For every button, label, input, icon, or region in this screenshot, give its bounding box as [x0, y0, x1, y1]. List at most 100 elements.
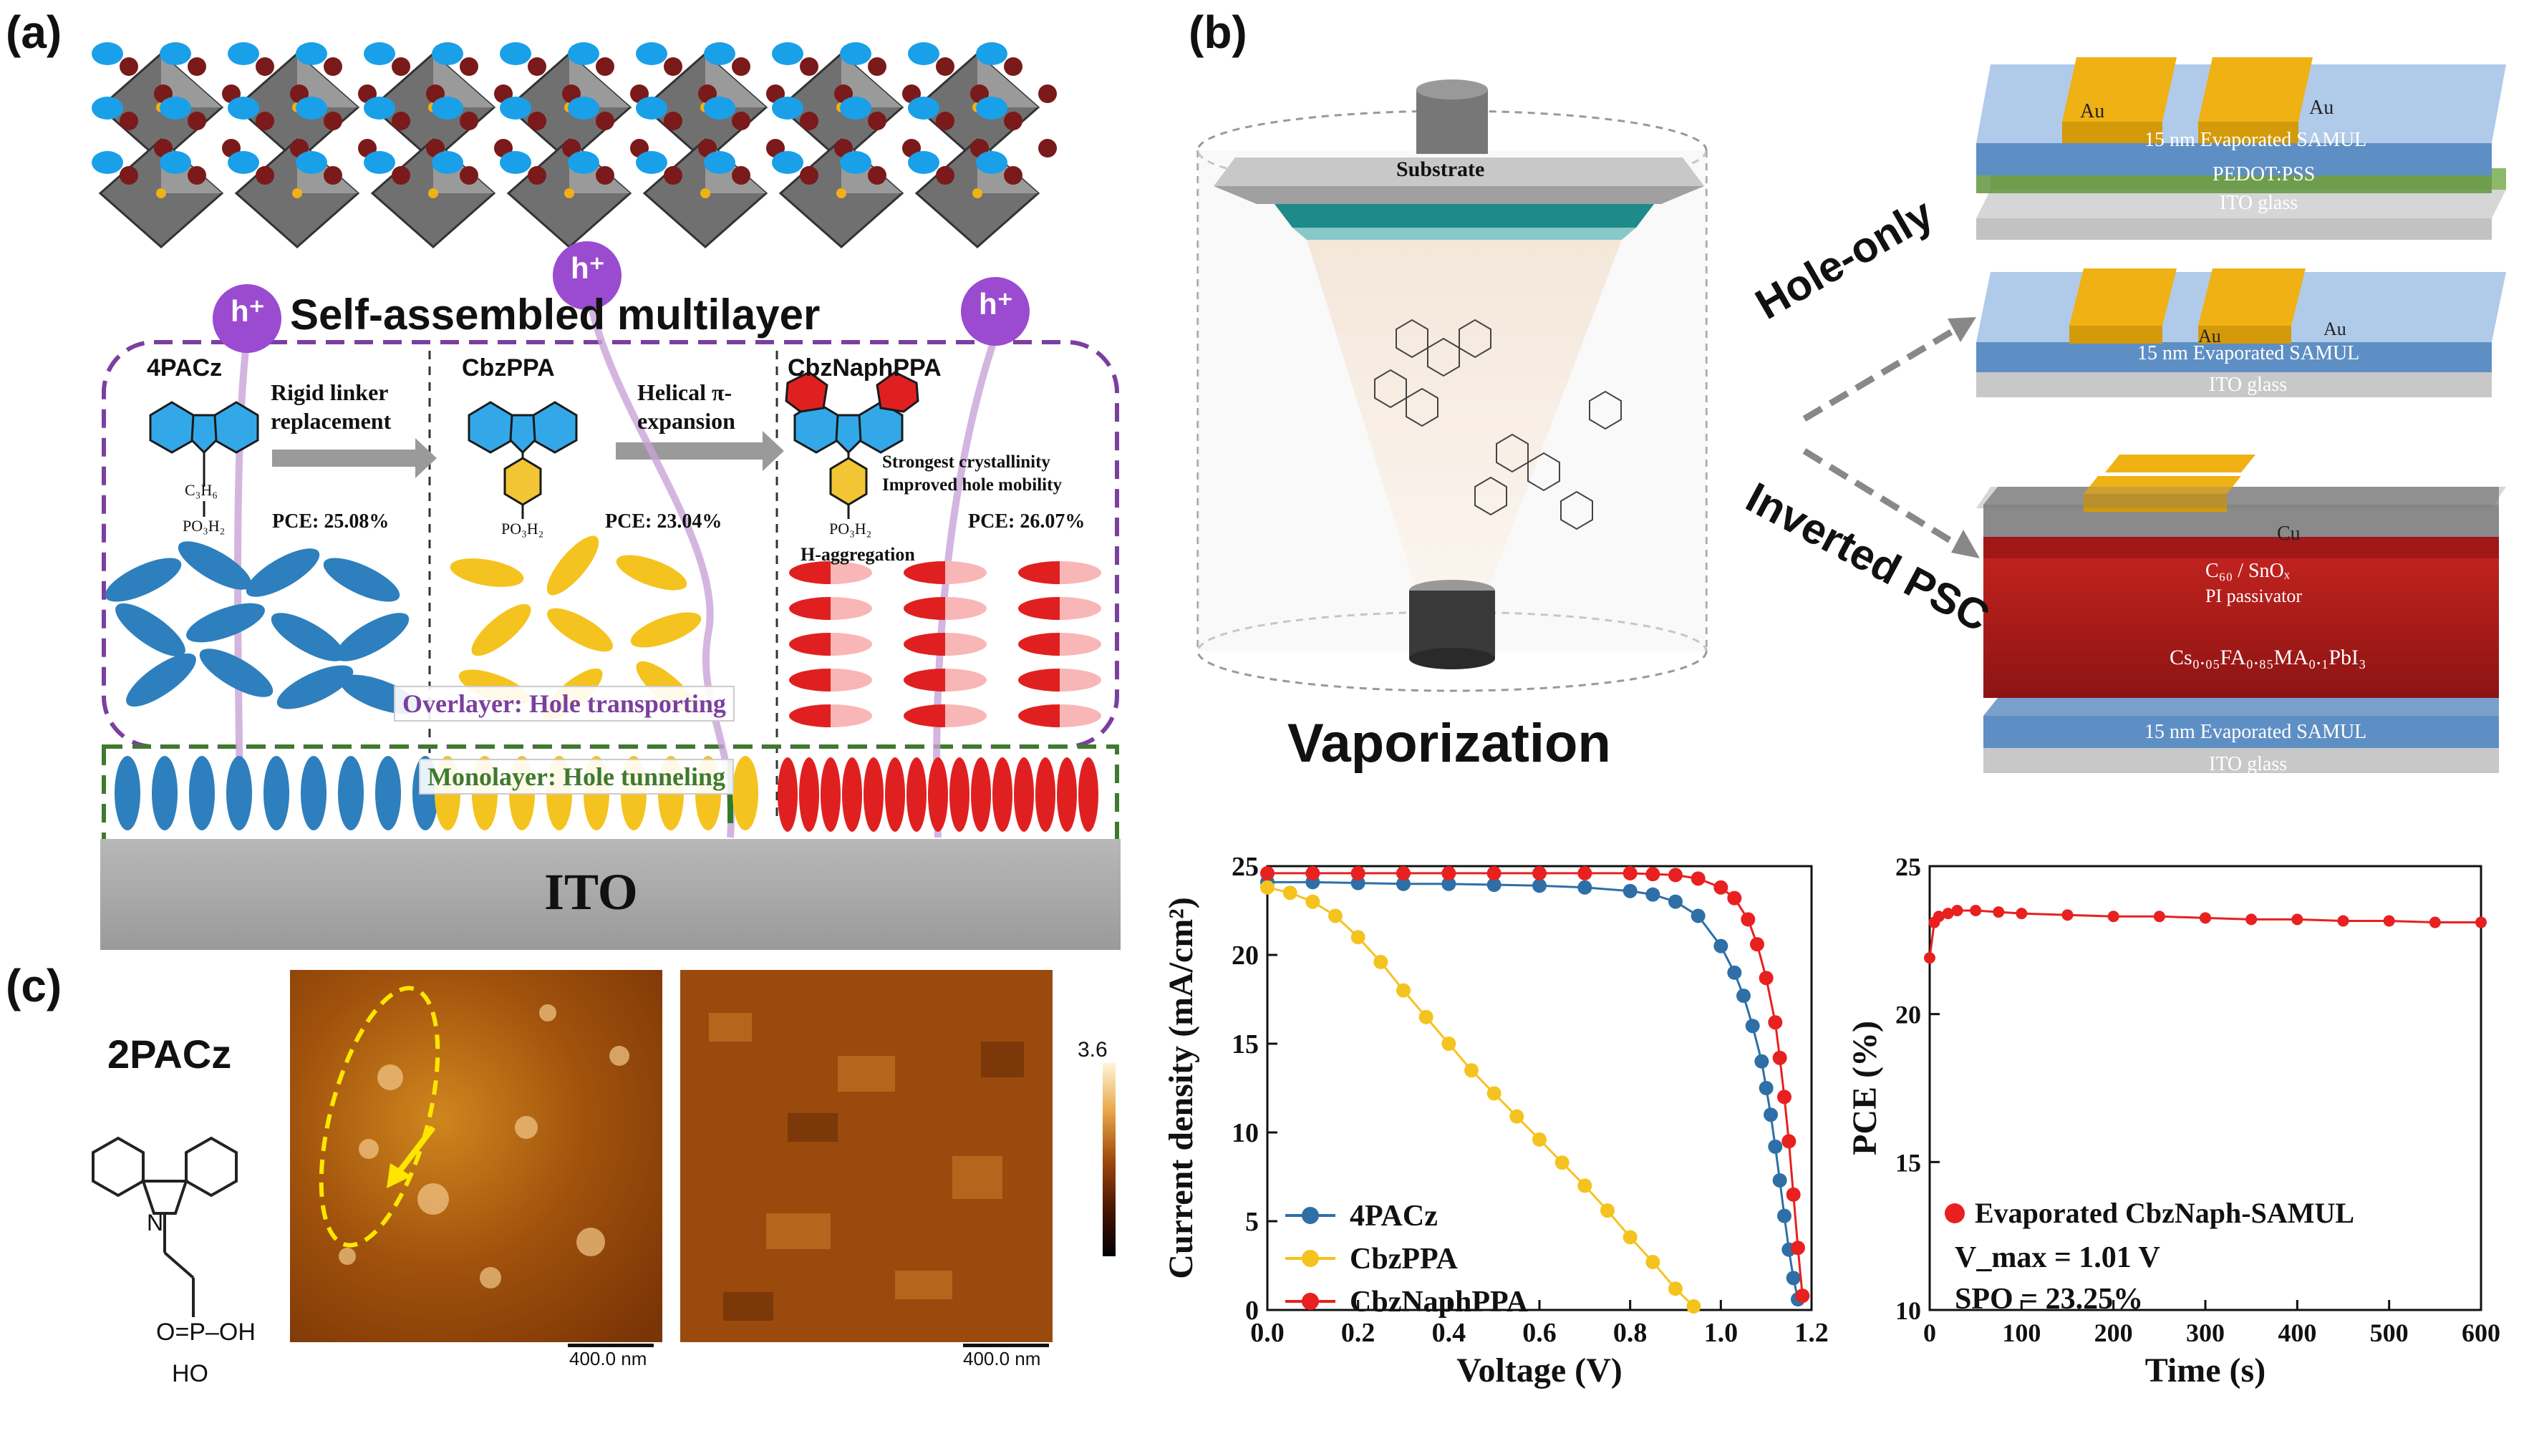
series-4PACz: [1260, 875, 1805, 1307]
legend-label: CbzNaphPPA: [1350, 1286, 1529, 1319]
plot-frame: [1266, 865, 1813, 1311]
note-crystallinity: Strongest crystallinity: [882, 452, 1050, 472]
scalebar-2-label: 400.0 nm: [963, 1348, 1041, 1369]
x-tick-label: 500: [2370, 1319, 2409, 1347]
y-tick-label: 25: [1895, 853, 1921, 881]
data-point: [2061, 909, 2074, 921]
data-point: [1924, 952, 1935, 964]
panel-label-c: (c): [6, 960, 62, 1011]
data-point: [2107, 911, 2119, 923]
data-point: [1305, 894, 1320, 909]
dev3-perovskite: Cs₀.₀₅FA₀.₈₅MA₀.₁PbI₃: [2170, 646, 2366, 669]
data-point: [1282, 885, 1297, 901]
arrow1-label: Rigid linker replacement: [271, 378, 391, 435]
data-point: [1328, 908, 1343, 923]
data-point: [1350, 930, 1365, 945]
vaporization-label: Vaporization: [1287, 713, 1611, 774]
data-point: [1970, 905, 1982, 916]
x-tick-label: 0.0: [1250, 1318, 1285, 1348]
data-point: [1768, 1139, 1783, 1154]
data-point: [1772, 1050, 1787, 1065]
note-mobility: Improved hole mobility: [882, 475, 1062, 495]
data-point: [1781, 1134, 1796, 1149]
x-tick-label: 100: [2002, 1319, 2041, 1347]
data-point: [1727, 890, 1742, 906]
data-point: [1727, 965, 1742, 980]
mol-4pacz-linker: C₃H₆: [185, 481, 218, 499]
data-point: [2383, 915, 2395, 927]
y-tick-label: 10: [1895, 1296, 1921, 1325]
pce-cbznaphppa: PCE: 26.07%: [968, 510, 1085, 533]
y-tick-label: 15: [1895, 1148, 1921, 1177]
data-point: [1691, 871, 1706, 886]
data-point: [1759, 1081, 1774, 1095]
data-point: [1577, 880, 1592, 895]
data-point: [1418, 1009, 1433, 1024]
mol-4pacz-acid: PO₃H₂: [183, 517, 226, 535]
data-point: [1764, 1107, 1778, 1122]
carrier-label-2: h⁺: [571, 251, 605, 285]
carrier-label-3: h⁺: [979, 287, 1013, 321]
data-point: [1786, 1271, 1801, 1286]
dev1-au-left: Au: [2080, 100, 2105, 122]
data-point: [1532, 865, 1547, 880]
legend-marker: [1302, 1207, 1319, 1224]
dev3-pi: PI passivator: [2205, 586, 2303, 606]
colorbar-max: 3.6: [1078, 1038, 1108, 1062]
afm-image-evaporated: [680, 970, 1053, 1342]
data-point: [1441, 865, 1456, 880]
y-tick-label: 20: [1895, 1001, 1921, 1029]
data-point: [1486, 865, 1501, 880]
mol-2pacz-name: 2PACz: [107, 1032, 232, 1077]
data-point: [1759, 971, 1774, 986]
data-point: [2429, 916, 2441, 928]
data-point: [1736, 989, 1751, 1004]
x-tick-label: 1.0: [1704, 1318, 1739, 1348]
arrow2-line2: expansion: [637, 408, 735, 434]
data-point: [1396, 865, 1411, 880]
series-Evaporated CbzNaph-SAMUL: [1924, 905, 2487, 964]
mol-2pacz-acid: O=P–OH: [156, 1319, 256, 1346]
carrier-label-1: h⁺: [231, 294, 265, 328]
h-aggregation-label: H-aggregation: [801, 544, 915, 565]
dev2-ito: ITO glass: [2209, 374, 2288, 396]
series-CbzNaphPPA: [1260, 865, 1810, 1304]
data-point: [1464, 1063, 1479, 1078]
x-tick-label: 0.8: [1613, 1318, 1648, 1348]
data-point: [1942, 908, 1954, 920]
mol-2pacz-structure: [92, 1136, 238, 1317]
data-point: [1750, 937, 1764, 952]
data-point: [1645, 867, 1660, 882]
data-point: [1768, 1015, 1783, 1030]
panel-b-schematic: [1196, 57, 2506, 773]
overlayer-label: Overlayer: Hole transporting: [394, 686, 735, 722]
panel-a-schematic: [92, 42, 1121, 950]
data-point: [1623, 865, 1638, 880]
pce-cbzppa: PCE: 23.04%: [605, 510, 722, 533]
x-tick-label: 0: [1923, 1319, 1936, 1347]
data-point: [1554, 1155, 1570, 1170]
y-axis-label: Current density (mA/cm²): [1162, 897, 1200, 1278]
annotation-0: V_max = 1.01 V: [1955, 1241, 2160, 1274]
legend-marker: [1302, 1250, 1319, 1267]
data-point: [2475, 916, 2487, 928]
arrow1-line2: replacement: [271, 408, 392, 434]
x-tick-label: 0.6: [1522, 1318, 1557, 1348]
y-tick-label: 25: [1232, 852, 1259, 882]
data-point: [1260, 880, 1275, 895]
data-point: [2291, 913, 2303, 926]
x-tick-label: 0.4: [1432, 1318, 1466, 1348]
scalebar-1-label: 400.0 nm: [569, 1348, 647, 1369]
panel-label-b: (b): [1189, 6, 1247, 58]
cbznaph-notes: Strongest crystallinity Improved hole mo…: [882, 451, 1062, 497]
data-point: [1623, 1230, 1638, 1245]
legend-label: Evaporated CbzNaph-SAMUL: [1975, 1197, 2354, 1229]
multilayer-title: Self-assembled multilayer: [290, 291, 821, 339]
data-point: [1350, 865, 1365, 880]
y-tick-label: 10: [1232, 1118, 1259, 1148]
legend-label: CbzPPA: [1350, 1243, 1459, 1276]
data-point: [1951, 905, 1963, 916]
data-point: [1532, 878, 1547, 893]
